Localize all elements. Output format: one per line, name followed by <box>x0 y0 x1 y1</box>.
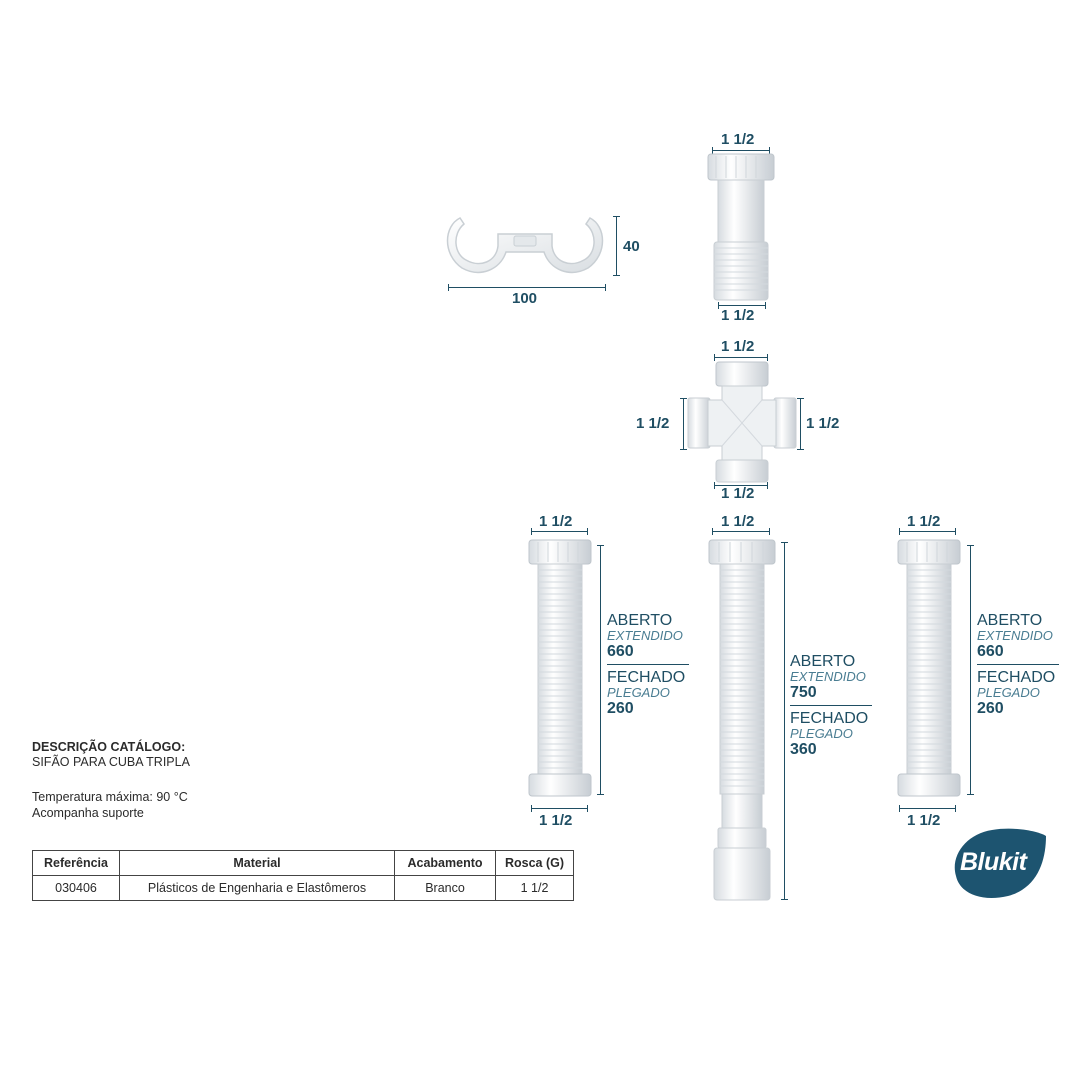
left-closed-value: 260 <box>607 700 634 717</box>
support-height-label: 40 <box>623 238 640 255</box>
right-hose-thread-bottom: 1 1/2 <box>907 812 941 829</box>
left-hose-thread-top: 1 1/2 <box>539 513 573 530</box>
cross-thread-bottom: 1 1/2 <box>721 485 755 502</box>
spec-table: Referência Material Acabamento Rosca (G)… <box>32 850 574 901</box>
left-label-separator <box>607 664 689 665</box>
description-temperature: Temperatura máxima: 90 °C <box>32 790 188 804</box>
right-closed-label: FECHADO <box>977 669 1056 686</box>
spec-header-finish: Acabamento <box>394 850 496 876</box>
spec-cell-material: Plásticos de Engenharia e Elastômeros <box>119 875 395 901</box>
right-hose-thread-top: 1 1/2 <box>907 513 941 530</box>
left-hose-thread-bottom: 1 1/2 <box>539 812 573 829</box>
left-hose-dim-bottom <box>531 805 588 812</box>
cross-dim-top <box>714 354 768 361</box>
center-hose-dim-top <box>712 528 770 535</box>
center-open-sub: EXTENDIDO <box>790 669 866 684</box>
cross-thread-top: 1 1/2 <box>721 338 755 355</box>
center-hose-length-labels: ABERTO EXTENDIDO 750 FECHADO PLEGADO 360 <box>790 654 872 758</box>
left-open-label: ABERTO <box>607 612 673 629</box>
support-height-line <box>613 216 620 276</box>
left-open-value: 660 <box>607 643 634 660</box>
right-label-separator <box>977 664 1059 665</box>
left-hose-length-line <box>597 545 604 795</box>
cross-thread-left: 1 1/2 <box>636 415 670 432</box>
table-row: 030406 Plásticos de Engenharia e Elastôm… <box>32 875 574 901</box>
spec-cell-finish: Branco <box>394 875 496 901</box>
left-flex-hose-image <box>528 539 592 797</box>
cross-thread-right: 1 1/2 <box>806 415 840 432</box>
center-closed-value: 360 <box>790 741 817 758</box>
right-open-label: ABERTO <box>977 612 1043 629</box>
left-closed-label: FECHADO <box>607 669 686 686</box>
top-pipe-dim-bottom <box>718 302 766 309</box>
support-bracket-image <box>446 217 604 273</box>
top-pipe-dim-top <box>712 147 770 154</box>
description-support: Acompanha suporte <box>32 806 144 820</box>
top-pipe-thread-bottom: 1 1/2 <box>721 307 755 324</box>
spec-header-thread: Rosca (G) <box>495 850 574 876</box>
description-block: DESCRIÇÃO CATÁLOGO: SIFÃO PARA CUBA TRIP… <box>32 740 190 821</box>
cross-fitting-image <box>687 361 797 483</box>
left-hose-length-labels: ABERTO EXTENDIDO 660 FECHADO PLEGADO 260 <box>607 613 689 717</box>
right-hose-length-line <box>967 545 974 795</box>
center-hose-length-line <box>781 542 788 900</box>
center-closed-label: FECHADO <box>790 710 869 727</box>
right-hose-dim-bottom <box>899 805 956 812</box>
cross-dim-bottom <box>714 482 768 489</box>
center-flex-hose-image <box>708 539 776 901</box>
spec-header-material: Material <box>119 850 395 876</box>
left-closed-sub: PLEGADO <box>607 685 670 700</box>
right-open-sub: EXTENDIDO <box>977 628 1053 643</box>
right-hose-dim-top <box>899 528 956 535</box>
support-width-label: 100 <box>512 290 538 307</box>
right-closed-value: 260 <box>977 700 1004 717</box>
brand-logo-shape <box>954 828 1046 898</box>
right-hose-length-labels: ABERTO EXTENDIDO 660 FECHADO PLEGADO 260 <box>977 613 1059 717</box>
center-closed-sub: PLEGADO <box>790 726 853 741</box>
right-flex-hose-image <box>897 539 961 797</box>
right-open-value: 660 <box>977 643 1004 660</box>
brand-logo: Blukit <box>946 826 1048 900</box>
brand-name: Blukit <box>960 848 1027 876</box>
spec-header-reference: Referência <box>32 850 120 876</box>
center-open-label: ABERTO <box>790 653 856 670</box>
spec-table-header-row: Referência Material Acabamento Rosca (G) <box>32 850 574 876</box>
top-adapter-pipe-image <box>707 153 775 301</box>
support-width-line <box>448 284 606 291</box>
spec-cell-thread: 1 1/2 <box>495 875 574 901</box>
description-subtitle: SIFÃO PARA CUBA TRIPLA <box>32 755 190 769</box>
center-open-value: 750 <box>790 684 817 701</box>
center-hose-thread-top: 1 1/2 <box>721 513 755 530</box>
spec-cell-reference: 030406 <box>32 875 120 901</box>
center-label-separator <box>790 705 872 706</box>
description-title: DESCRIÇÃO CATÁLOGO: <box>32 740 186 754</box>
top-pipe-thread-top: 1 1/2 <box>721 131 755 148</box>
left-open-sub: EXTENDIDO <box>607 628 683 643</box>
right-closed-sub: PLEGADO <box>977 685 1040 700</box>
left-hose-dim-top <box>531 528 588 535</box>
cross-dim-right <box>797 398 804 450</box>
cross-dim-left <box>680 398 687 450</box>
